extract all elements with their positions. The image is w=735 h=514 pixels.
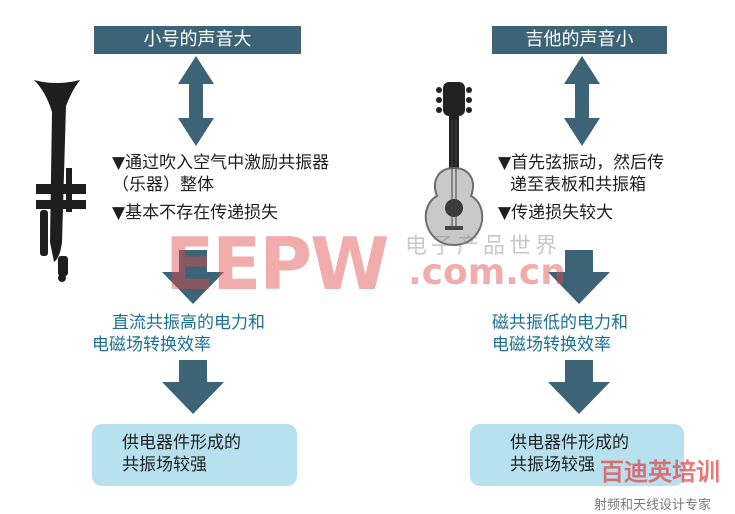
right-box-line-1: 供电器件形成的	[510, 433, 629, 453]
left-down-arrow-1	[162, 250, 224, 304]
bottom-cn-watermark: 射频和天线设计专家	[594, 498, 712, 513]
left-result-line-2: 电磁场转换效率	[92, 335, 211, 355]
trumpet-icon	[34, 80, 86, 282]
right-bullet-1-line-1: ▼首先弦振动，然后传	[498, 153, 665, 173]
left-double-arrow	[178, 56, 214, 146]
left-bullet-1-line-1: ▼通过吹入空气中激励共振器	[112, 153, 330, 173]
left-box-line-2: 共振场较强	[122, 455, 207, 475]
dotcom-watermark: .com.cn	[408, 252, 566, 293]
right-result-box: 供电器件形成的 共振场较强	[470, 424, 684, 486]
right-bullet-2: ▼传递损失较大	[498, 203, 614, 223]
left-bullet-2: ▼基本不存在传递损失	[112, 203, 279, 223]
right-bullet-1-line-2: 递至表板和共振箱	[510, 175, 646, 195]
right-box-line-2: 共振场较强	[510, 455, 595, 475]
right-result-line-1: 磁共振低的电力和	[492, 313, 628, 333]
right-down-arrow-2	[548, 360, 610, 414]
left-header: 小号的声音大	[94, 26, 301, 54]
left-down-arrow-2	[162, 360, 224, 414]
left-result-box: 供电器件形成的 共振场较强	[92, 424, 297, 486]
guitar-icon	[424, 82, 484, 246]
right-result-line-2: 电磁场转换效率	[492, 335, 611, 355]
right-down-arrow-1	[548, 250, 610, 304]
right-double-arrow	[564, 56, 600, 146]
left-bullet-1-line-2: （乐器）整体	[112, 175, 214, 195]
right-header: 吉他的声音小	[492, 26, 667, 54]
left-result-line-1: 直流共振高的电力和	[112, 313, 265, 333]
left-box-line-1: 供电器件形成的	[122, 433, 241, 453]
